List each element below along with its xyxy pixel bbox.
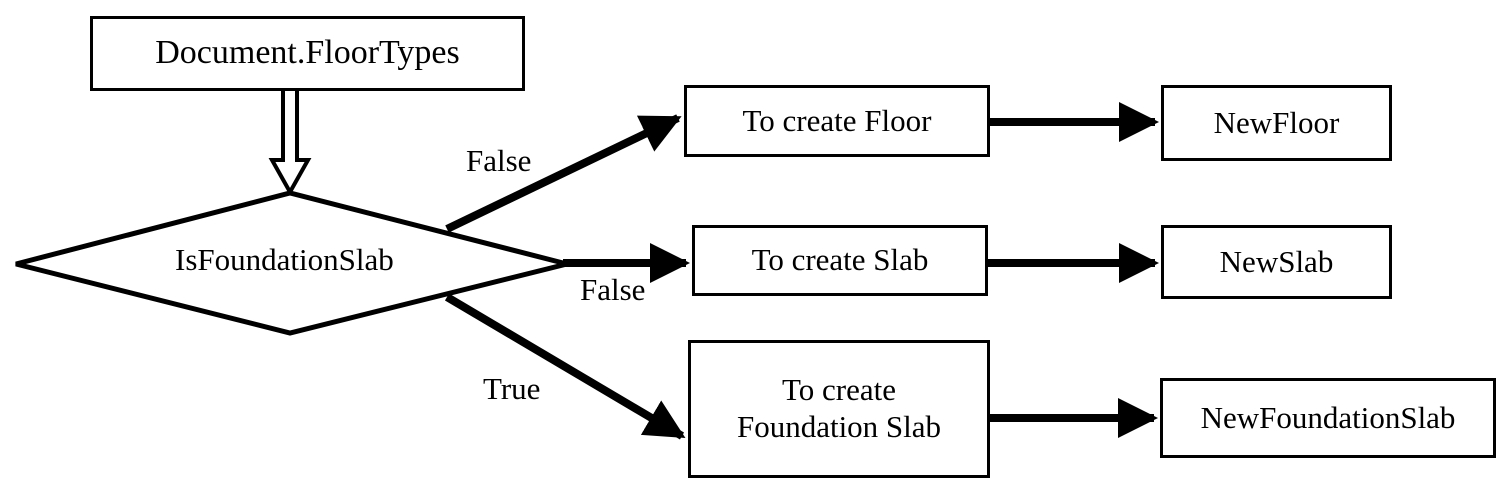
node-to-create-floor[interactable]: To create Floor bbox=[684, 85, 990, 157]
node-new-foundation-slab[interactable]: NewFoundationSlab bbox=[1160, 378, 1496, 458]
node-new-foundation-slab-label: NewFoundationSlab bbox=[1200, 399, 1456, 435]
edge-decision-to-create-floor bbox=[445, 114, 682, 233]
edge-label-branch-foundation: True bbox=[483, 371, 540, 407]
node-document-floortypes-label: Document.FloorTypes bbox=[155, 34, 460, 72]
node-to-create-slab[interactable]: To create Slab bbox=[692, 225, 988, 296]
node-isfoundationslab-text: IsFoundationSlab bbox=[175, 242, 394, 277]
node-new-slab-label: NewSlab bbox=[1219, 243, 1334, 279]
edge-source-to-decision bbox=[268, 87, 312, 197]
edge-label-branch-floor: False bbox=[466, 143, 531, 179]
node-new-slab[interactable]: NewSlab bbox=[1161, 225, 1392, 299]
node-new-floor-label: NewFloor bbox=[1213, 104, 1340, 140]
node-new-floor[interactable]: NewFloor bbox=[1161, 85, 1392, 161]
node-document-floortypes[interactable]: Document.FloorTypes bbox=[90, 16, 525, 91]
decision-diamond-shape bbox=[15, 190, 568, 336]
edge-label-branch-foundation-text: True bbox=[483, 371, 541, 406]
edge-label-branch-slab: False bbox=[580, 272, 645, 308]
edge-label-branch-slab-text: False bbox=[580, 272, 646, 307]
node-to-create-foundation-slab-label: To create Foundation Slab bbox=[736, 372, 942, 444]
edge-label-branch-floor-text: False bbox=[466, 143, 532, 178]
node-to-create-floor-label: To create Floor bbox=[742, 102, 932, 138]
node-to-create-foundation-slab[interactable]: To create Foundation Slab bbox=[688, 340, 990, 478]
edge-decision-to-create-foundation-slab bbox=[444, 293, 686, 440]
node-isfoundationslab-label[interactable]: IsFoundationSlab bbox=[175, 242, 394, 278]
node-to-create-slab-label: To create Slab bbox=[751, 242, 929, 278]
